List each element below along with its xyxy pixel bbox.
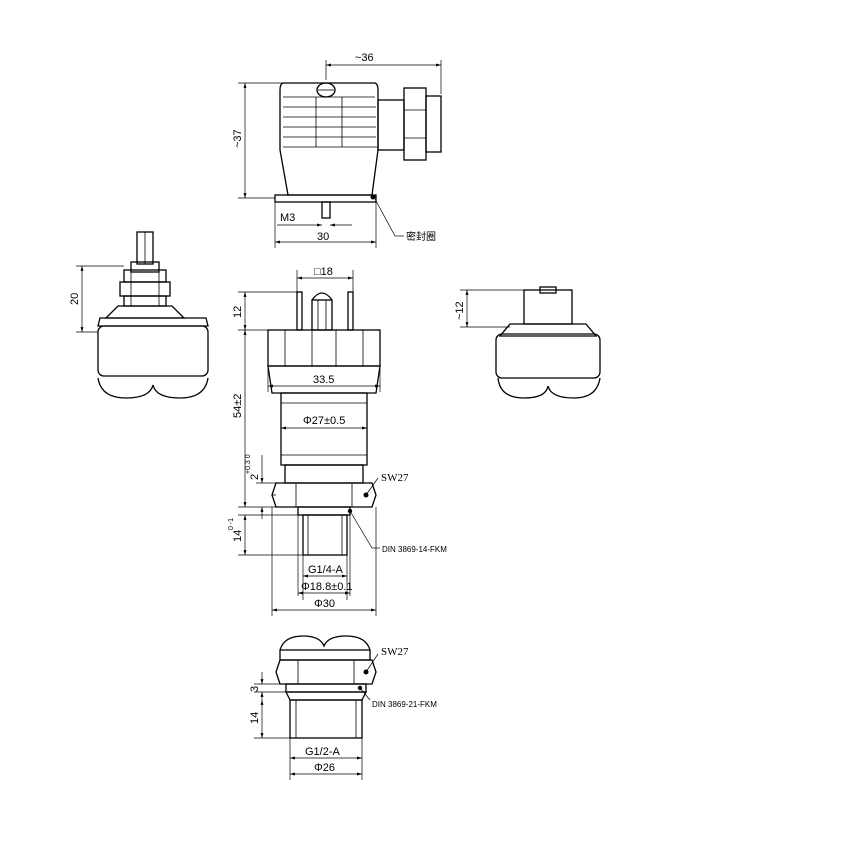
- dim-screw-size: M3: [280, 212, 295, 224]
- bottom-sw-label: SW27: [381, 646, 409, 658]
- dim-overall-dia: Φ30: [314, 598, 335, 610]
- dim-connector-base: 30: [317, 231, 329, 243]
- main-sw-label: SW27: [381, 472, 409, 484]
- dim-connector-height: ~37: [232, 129, 244, 148]
- dim-thread-tol: 0 -1: [228, 518, 235, 530]
- right-m12-view: ~12: [454, 286, 601, 399]
- dim-body-dia: Φ27±0.5: [303, 415, 345, 427]
- dim-m12-height: ~12: [454, 301, 466, 320]
- dim-body-overall: 54±2: [232, 394, 244, 418]
- bottom-g12-view: SW27 3 14 DIN 3869-21-FKM G1/2-A Φ26: [249, 635, 437, 780]
- dim-seal-dia: Φ18.8±0.1: [301, 581, 353, 593]
- dim-bottom-dia: Φ26: [314, 762, 335, 774]
- dim-hex-width: 33.5: [313, 374, 334, 386]
- seal-ring-label: 密封圈: [406, 230, 436, 243]
- bottom-seal-label: DIN 3869-21-FKM: [372, 700, 437, 709]
- dim-bottom-thread-len: 14: [249, 712, 261, 724]
- dim-thread-len: 14: [232, 530, 244, 542]
- left-cable-view: 20: [69, 231, 209, 399]
- dim-gap: 2: [249, 474, 261, 480]
- main-seal-label: DIN 3869-14-FKM: [382, 545, 447, 554]
- top-connector-view: ~36 ~37 30 M3 密封圈: [232, 52, 442, 248]
- dim-step: 3: [249, 686, 261, 692]
- main-side-view: □18 12 54±2 33.5 Φ27±0.5 2 +0.3 0 SW27 1…: [228, 266, 447, 616]
- dim-gap-tol: +0.3 0: [245, 454, 252, 474]
- dim-cable-height: 20: [69, 293, 81, 305]
- dim-thread: G1/4-A: [308, 564, 344, 576]
- dim-connector-width: ~36: [355, 52, 374, 64]
- dim-bottom-thread: G1/2-A: [305, 746, 341, 758]
- dim-square: □18: [314, 266, 333, 278]
- dim-connector-h: 12: [232, 306, 244, 318]
